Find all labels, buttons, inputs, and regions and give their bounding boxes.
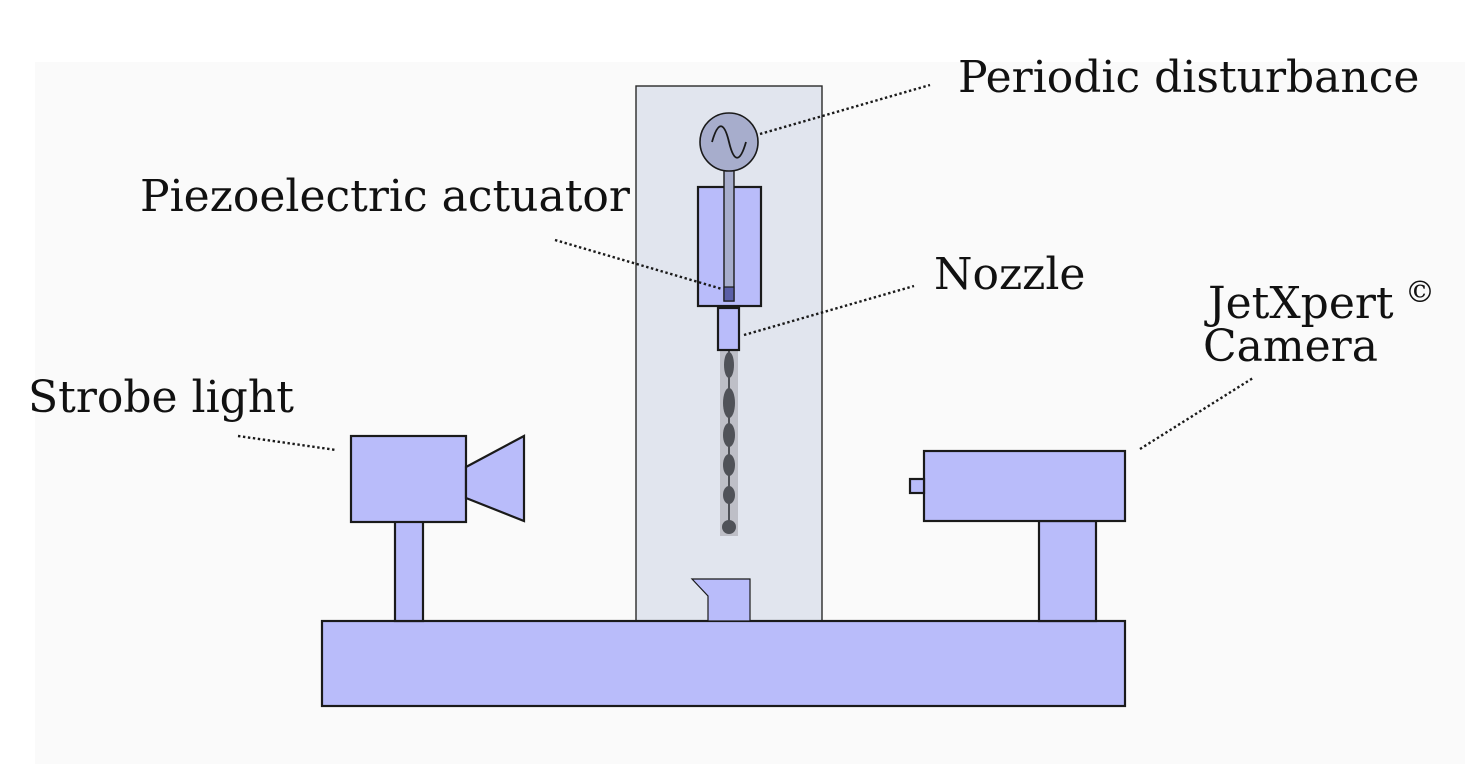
collector-cup: [690, 578, 751, 622]
jet-bulge: [723, 388, 735, 418]
strobe-light: [349, 434, 526, 623]
label-periodic-disturbance: Periodic disturbance: [958, 52, 1419, 103]
leader-camera: [1139, 376, 1254, 451]
jet-droplet: [722, 520, 736, 534]
jet-droplet: [723, 486, 735, 504]
nozzle: [716, 306, 741, 352]
label-nozzle: Nozzle: [934, 249, 1085, 300]
sine-wave-source-icon: [699, 112, 759, 172]
camera-stand: [1037, 519, 1098, 623]
jet-bulge: [723, 454, 735, 476]
leader-strobe-light: [237, 434, 337, 452]
jet-bulge: [724, 352, 734, 378]
strobe-light-lens: [464, 434, 526, 523]
label-camera-brand: JetXpert: [1204, 278, 1394, 329]
label-piezoelectric-actuator: Piezoelectric actuator: [140, 171, 631, 222]
base-table: [320, 619, 1127, 708]
strobe-light-body: [349, 434, 468, 524]
actuator-rod: [723, 159, 735, 302]
camera: [908, 449, 1127, 623]
label-copyright-symbol: ©: [1405, 275, 1435, 310]
label-strobe-light: Strobe light: [28, 372, 294, 423]
jet-bulge: [723, 423, 735, 447]
label-camera: Camera: [1203, 321, 1378, 372]
actuator-tip: [723, 286, 735, 302]
sine-wave-glyph: [711, 125, 747, 159]
leader-piezoelectric-actuator: [554, 238, 723, 291]
camera-lens: [908, 477, 926, 495]
strobe-light-stand: [393, 519, 425, 623]
camera-body: [922, 449, 1127, 523]
jet-stream: [720, 350, 738, 536]
